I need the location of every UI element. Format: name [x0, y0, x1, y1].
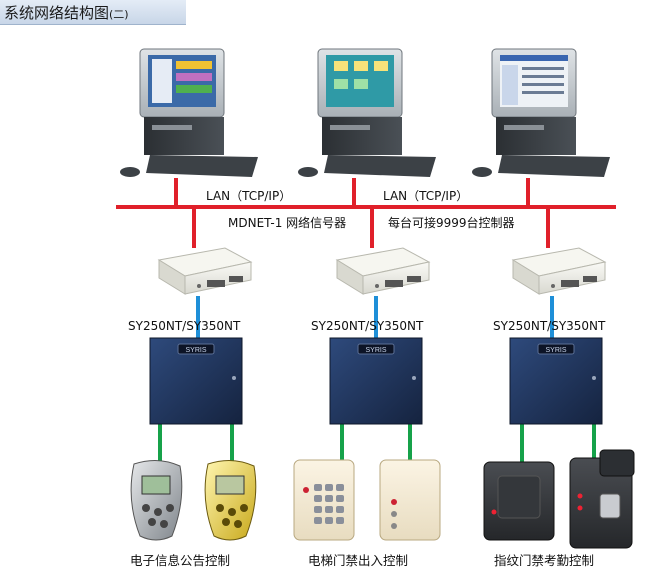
controller-model-label-3: SY250NT/SY350NT [493, 319, 606, 333]
keypad-reader [293, 459, 355, 541]
info-terminal-gold [204, 460, 257, 541]
device-group-label-2: 电梯门禁出入控制 [308, 553, 408, 568]
title-suffix: (二) [109, 8, 129, 21]
capacity-label: 每台可接9999台控制器 [388, 215, 515, 230]
signal-converter-label: MDNET-1 网络信号器 [228, 215, 346, 230]
mouse-icon [120, 167, 140, 177]
computer-workstation-1 [120, 48, 258, 177]
reader-links [158, 422, 596, 462]
access-controller-2: SYRIS [329, 337, 423, 425]
title-bar: 系统网络结构图(二) [0, 0, 186, 25]
brand-logo: SYRIS [545, 347, 566, 354]
device-group-label-3: 指纹门禁考勤控制 [494, 553, 594, 568]
fingerprint-reader [569, 449, 635, 549]
signal-converter-1 [157, 247, 253, 295]
fingerprint-sensor-icon [599, 493, 621, 519]
controller-model-label-2: SY250NT/SY350NT [311, 319, 424, 333]
lan-network [116, 178, 616, 248]
access-controller-3: SYRIS [509, 337, 603, 425]
computer-workstation-2 [298, 48, 436, 177]
keyboard-icon [146, 155, 258, 177]
pc-case [144, 117, 224, 155]
pc-case [496, 117, 576, 155]
signal-converter-3 [511, 247, 607, 295]
lan-label-2: LAN（TCP/IP） [383, 189, 468, 203]
diagram-title: 系统网络结构图(二) [4, 2, 129, 23]
brand-logo: SYRIS [185, 347, 206, 354]
brand-logo: SYRIS [365, 347, 386, 354]
mouse-icon [472, 167, 492, 177]
keyboard-icon [324, 155, 436, 177]
device-group-label-1: 电子信息公告控制 [130, 553, 230, 568]
access-controller-1: SYRIS [149, 337, 243, 425]
pc-case [322, 117, 402, 155]
proximity-reader [379, 459, 441, 541]
lan-label-1: LAN（TCP/IP） [206, 189, 291, 203]
signal-converter-2 [335, 247, 431, 295]
info-terminal-silver [130, 460, 183, 541]
computer-workstation-3 [472, 48, 610, 177]
controller-model-label-1: SY250NT/SY350NT [128, 319, 241, 333]
keyboard-icon [498, 155, 610, 177]
mouse-icon [298, 167, 318, 177]
title-text: 系统网络结构图 [4, 4, 110, 22]
rs485-links [196, 296, 554, 340]
card-reader-dark [483, 461, 555, 541]
